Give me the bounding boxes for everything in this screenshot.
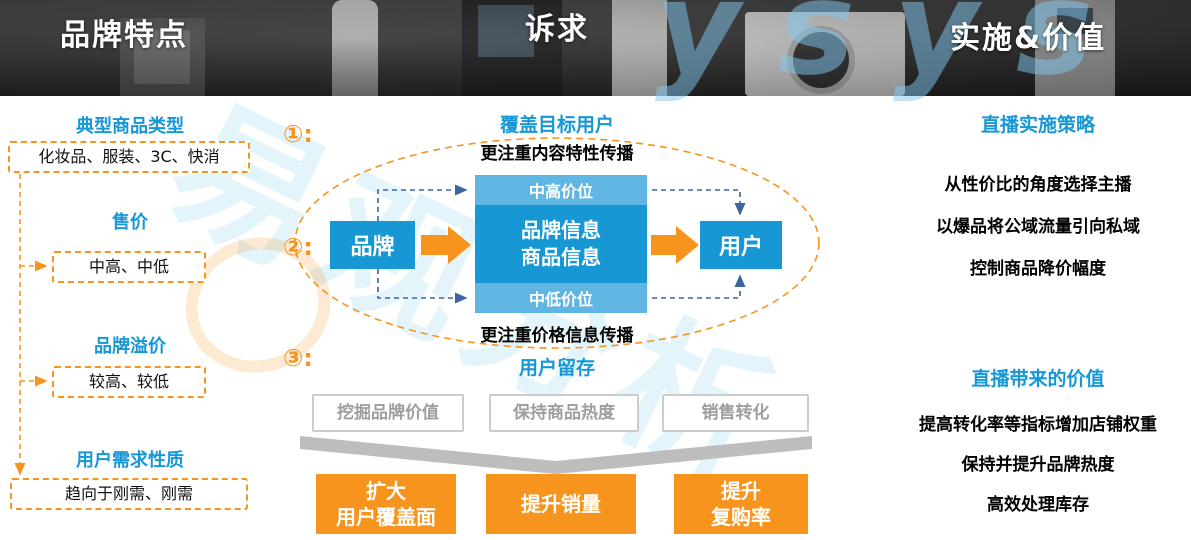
right-panel: 直播实施策略 从性价比的角度选择主播 以爆品将公域流量引向私域 控制商品降价幅度… bbox=[885, 0, 1191, 540]
left-heading-price: 售价 bbox=[112, 212, 148, 233]
user-node: 用户 bbox=[700, 221, 782, 269]
banner-title-demands: 诉求 bbox=[525, 12, 589, 47]
result-box-repurchase-rate: 提升 复购率 bbox=[674, 474, 808, 534]
result-1-line-1: 扩大 bbox=[366, 479, 406, 503]
banner-title-implementation-value: 实施&价值 bbox=[950, 21, 1107, 56]
arrow-brand-to-info bbox=[421, 226, 471, 264]
left-heading-brand-premium: 品牌溢价 bbox=[94, 336, 166, 357]
banner-appliance-5 bbox=[745, 12, 905, 96]
live-strategy-heading: 直播实施策略 bbox=[980, 114, 1095, 136]
result-2-line-1: 提升销量 bbox=[521, 492, 601, 516]
info-line-1: 品牌信息 bbox=[521, 218, 601, 242]
step-2-label: ②: bbox=[283, 233, 313, 261]
high-price-band: 中高价位 bbox=[475, 175, 647, 205]
result-box-boost-sales: 提升销量 bbox=[486, 474, 636, 534]
brand-product-info-box: 品牌信息 商品信息 bbox=[475, 205, 647, 283]
info-line-2: 商品信息 bbox=[521, 245, 601, 269]
flow-ellipse bbox=[294, 137, 820, 349]
strategy-item-3: 控制商品降价幅度 bbox=[970, 259, 1106, 279]
strategy-box-sales-conversion: 销售转化 bbox=[662, 394, 809, 432]
strategy-box-brand-value: 挖掘品牌价值 bbox=[312, 394, 464, 432]
brand-node: 品牌 bbox=[330, 221, 415, 269]
left-box-product-type: 化妆品、服装、3C、快消 bbox=[8, 141, 250, 173]
left-heading-user-demand: 用户需求性质 bbox=[76, 450, 184, 471]
content-note: 更注重内容特性传播 bbox=[480, 144, 634, 164]
left-box-brand-premium: 较高、较低 bbox=[52, 366, 206, 398]
user-retention-title: 用户留存 bbox=[518, 357, 595, 379]
strategy-box-product-heat: 保持商品热度 bbox=[489, 394, 639, 432]
banner-appliance-6 bbox=[1035, 0, 1115, 96]
strategy-item-2: 以爆品将公域流量引向私域 bbox=[936, 217, 1140, 237]
result-1-line-2: 用户覆盖面 bbox=[336, 505, 436, 529]
left-box-price: 中高、中低 bbox=[52, 251, 206, 283]
banner-appliance-2 bbox=[332, 0, 378, 96]
chevron-down bbox=[300, 436, 812, 474]
info-stack: 中高价位 品牌信息 商品信息 中低价位 bbox=[475, 175, 647, 313]
step-3-label: ③: bbox=[283, 344, 313, 372]
value-item-1: 提高转化率等指标增加店铺权重 bbox=[919, 415, 1157, 435]
banner-appliance-3 bbox=[462, 0, 562, 96]
banner-shade bbox=[0, 0, 1191, 96]
result-3-line-1: 提升 bbox=[721, 479, 761, 503]
low-price-band: 中低价位 bbox=[475, 283, 647, 313]
strategy-item-1: 从性价比的角度选择主播 bbox=[944, 175, 1132, 195]
banner-appliance-1 bbox=[120, 18, 205, 96]
banner-photo bbox=[0, 0, 1191, 96]
left-box-user-demand: 趋向于刚需、刚需 bbox=[10, 478, 248, 510]
live-value-heading: 直播带来的价值 bbox=[971, 368, 1105, 390]
cover-target-users-title: 覆盖目标用户 bbox=[499, 114, 614, 136]
step-1-label: ①: bbox=[283, 120, 313, 148]
banner-appliance-4 bbox=[612, 0, 667, 96]
arrow-info-to-user bbox=[651, 226, 699, 264]
result-3-line-2: 复购率 bbox=[711, 505, 771, 529]
value-item-2: 保持并提升品牌热度 bbox=[961, 455, 1115, 475]
banner-title-brand-features: 品牌特点 bbox=[60, 18, 188, 53]
value-item-3: 高效处理库存 bbox=[987, 495, 1089, 515]
result-box-expand-coverage: 扩大 用户覆盖面 bbox=[316, 474, 456, 534]
price-note: 更注重价格信息传播 bbox=[480, 326, 634, 346]
left-heading-product-type: 典型商品类型 bbox=[76, 116, 184, 137]
